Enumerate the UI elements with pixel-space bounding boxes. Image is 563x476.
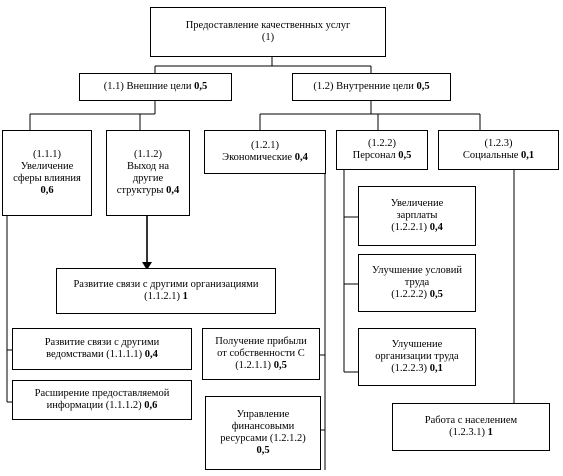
goal-label-1-2-2-1-line1: Увеличение: [390, 198, 444, 209]
root-goal-code: (1): [261, 32, 275, 43]
goal-node-1-2-2-1: Увеличение зарплаты (1.2.2.1) 0,4: [358, 186, 476, 246]
goal-label-1-2-3: Социальные: [462, 150, 522, 161]
goal-weight-1-1-1-2: 0,6: [144, 400, 158, 411]
goal-label-1-2-2-2-line2: труда: [404, 277, 430, 288]
goal-label-1-1-1-line2: сферы влияния: [13, 173, 81, 184]
internal-goals-node: (1.2) Внутренние цели 0,5: [292, 73, 451, 101]
goal-weight-1-2-1: 0,4: [294, 152, 308, 163]
goal-label-1-1-1-1-line1: Развитие связи с другими: [44, 337, 160, 348]
goal-node-1-2-2-3: Улучшение организации труда (1.2.2.3) 0,…: [358, 328, 476, 386]
goal-label-1-2-1-2-line2: финансовыми: [231, 421, 295, 432]
goal-label-1-2-2: Персонал: [352, 150, 399, 161]
external-goals-weight: 0,5: [194, 81, 208, 92]
goal-weight-1-2-2: 0,5: [398, 150, 412, 161]
goal-label-1-1-1-2-line2: информации: [46, 400, 106, 411]
goal-label-1-2-1-2-line3: ресурсами (1.2.1.2): [220, 433, 306, 444]
external-goals-label: (1.1) Внешние цели: [103, 81, 195, 92]
goal-code-1-1-1-2: (1.1.1.2): [105, 400, 145, 411]
goal-label-1-1-1-1-line2: ведомствами: [46, 349, 107, 360]
goal-code-1-1-1: (1.1.1): [33, 149, 61, 160]
internal-goals-weight: 0,5: [416, 81, 430, 92]
goal-weight-1-2-2-2: 0,5: [429, 289, 443, 300]
goal-code-1-2-3: (1.2.3): [484, 138, 513, 149]
goal-node-1-2-1-2: Управление финансовыми ресурсами (1.2.1.…: [205, 396, 321, 470]
goal-node-1-2-3: (1.2.3) Социальные 0,1: [438, 130, 559, 170]
goal-weight-1-2-3: 0,1: [521, 150, 535, 161]
goal-label-1-2-1-1-line2: от собственности С: [217, 348, 305, 359]
goal-code-1-2-1: (1.2.1): [251, 140, 279, 151]
internal-goals-label: (1.2) Внутренние цели: [313, 81, 417, 92]
goal-label-1-2-2-1-line2: зарплаты: [396, 210, 438, 221]
goal-node-1-2-2-2: Улучшение условий труда (1.2.2.2) 0,5: [358, 254, 476, 312]
goal-node-1-1-2: (1.1.2) Выход на другие структуры 0,4: [106, 130, 190, 216]
goal-label-1-2-2-3-line2: организации труда: [375, 351, 459, 362]
goal-node-1-1-1: (1.1.1) Увеличение сферы влияния 0,6: [2, 130, 92, 216]
goal-node-1-2-1: (1.2.1) Экономические 0,4: [204, 130, 326, 174]
goal-node-1-1-2-1: Развитие связи с другими организациями (…: [56, 268, 276, 314]
goal-label-1-1-2-line3: структуры: [116, 185, 167, 196]
goal-weight-1-2-1-1: 0,5: [273, 360, 287, 371]
goal-label-1-1-1-line1: Увеличение: [20, 161, 74, 172]
external-goals-node: (1.1) Внешние цели 0,5: [79, 73, 232, 101]
goal-node-1-2-1-1: Получение прибыли от собственности С (1.…: [202, 328, 320, 380]
goal-node-1-1-1-2: Расширение предоставляемой информации (1…: [12, 380, 192, 420]
goal-code-1-2-1-1: (1.2.1.1): [235, 360, 274, 371]
goal-label-1-1-2-line1: Выход на: [126, 161, 170, 172]
goal-weight-1-2-3-1: 1: [487, 427, 493, 438]
goal-code-1-1-2-1: (1.1.2.1): [144, 291, 183, 302]
goal-node-1-2-2: (1.2.2) Персонал 0,5: [336, 130, 428, 170]
root-goal-node: Предоставление качественных услуг (1): [150, 7, 386, 57]
goal-code-1-2-3-1: (1.2.3.1): [449, 427, 488, 438]
goal-label-1-2-2-2-line1: Улучшение условий: [372, 265, 462, 276]
goal-label-1-1-1-2-line1: Расширение предоставляемой: [34, 388, 170, 399]
root-goal-title: Предоставление качественных услуг: [185, 20, 351, 31]
goal-label-1-1-2-line2: другие: [132, 173, 164, 184]
goal-code-1-1-1-1: (1.1.1.1): [106, 349, 145, 360]
goal-weight-1-2-2-1: 0,4: [429, 222, 443, 233]
goal-code-1-2-2-3: (1.2.2.3): [391, 363, 430, 374]
goal-label-1-2-2-3-line1: Улучшение: [391, 339, 443, 350]
goal-weight-1-1-2-1: 1: [182, 291, 188, 302]
arrowhead-icon: [142, 262, 152, 270]
goal-label-1-2-1-2-line1: Управление: [236, 409, 290, 420]
goal-label-1-1-2-1: Развитие связи с другими организациями: [73, 279, 259, 290]
goal-code-1-2-2: (1.2.2): [368, 138, 396, 149]
goal-weight-1-2-2-3: 0,1: [429, 363, 443, 374]
goal-code-1-2-2-2: (1.2.2.2): [391, 289, 430, 300]
goal-node-1-1-1-1: Развитие связи с другими ведомствами (1.…: [12, 328, 192, 370]
goal-label-1-2-1-1-line1: Получение прибыли: [215, 336, 307, 347]
goal-weight-1-2-1-2: 0,5: [256, 445, 270, 456]
goal-weight-1-1-2: 0,4: [166, 185, 180, 196]
goal-weight-1-1-1-1: 0,4: [144, 349, 158, 360]
goal-label-1-2-1: Экономические: [222, 152, 295, 163]
goal-code-1-2-2-1: (1.2.2.1): [391, 222, 430, 233]
goal-label-1-2-3-1: Работа с населением: [424, 415, 518, 426]
goal-code-1-1-2: (1.1.2): [134, 149, 162, 160]
goal-node-1-2-3-1: Работа с населением (1.2.3.1) 1: [392, 403, 550, 451]
goal-weight-1-1-1: 0,6: [40, 185, 54, 196]
